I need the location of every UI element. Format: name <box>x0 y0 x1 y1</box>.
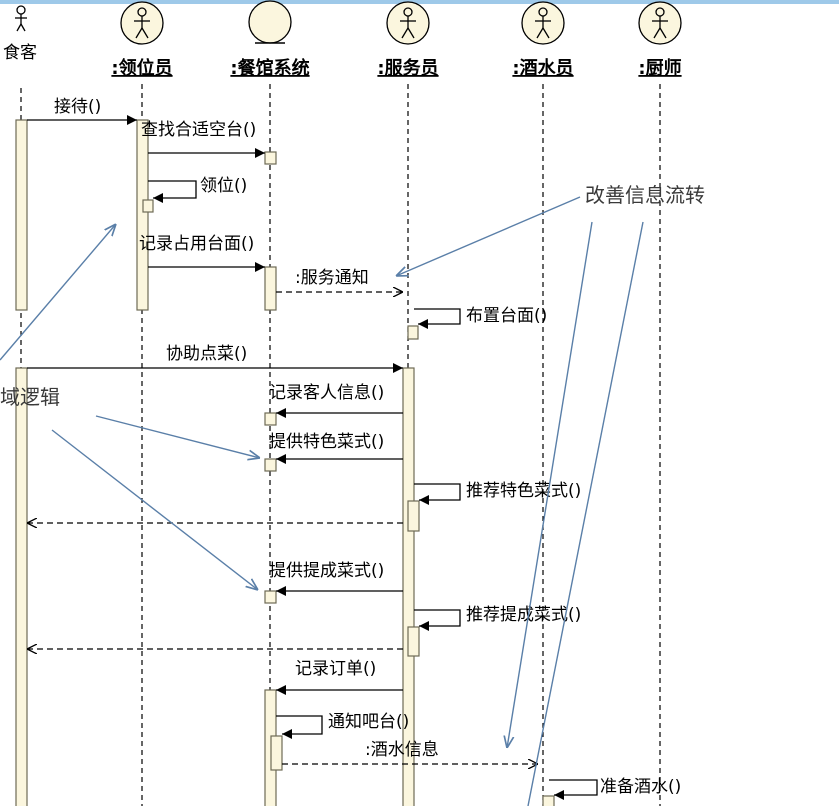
label-notify-bar: 通知吧台() <box>328 712 409 732</box>
label-greet: 接待() <box>54 97 101 117</box>
annotation-line-to-bottom <box>527 221 644 806</box>
message-recommend-suggestions <box>414 609 461 631</box>
label-provide-specials: 提供特色菜式() <box>269 432 384 452</box>
annotation-arrow-to-drink-info <box>507 221 593 748</box>
activation-waiter-set <box>407 325 419 340</box>
activation-system-record <box>264 266 277 311</box>
label-service-notice: :服务通知 <box>295 268 369 288</box>
label-provide-suggestions: 提供提成菜式() <box>269 561 384 581</box>
lifeline-label-chef: :厨师 <box>638 57 681 79</box>
message-seat <box>148 180 197 203</box>
entity-circle-icon <box>248 0 292 44</box>
actor-circle-icon <box>120 1 164 45</box>
label-recommend-suggestions: 推荐提成菜式() <box>466 605 581 625</box>
lifeline-label-waiter: :服务员 <box>377 57 438 79</box>
label-assist-order: 协助点菜() <box>166 344 247 364</box>
activation-system-find <box>264 151 277 165</box>
activation-system-notify <box>270 735 283 771</box>
activation-system-guest <box>264 412 277 426</box>
activation-customer-2 <box>15 367 28 806</box>
lifeline-label-bartender: :酒水员 <box>512 57 573 79</box>
annotation-arrow-to-specials <box>95 415 260 458</box>
top-window-bar <box>0 0 839 4</box>
activation-system-suggest <box>264 590 277 604</box>
lifeline-label-customer: 食客 <box>3 43 37 63</box>
messages <box>27 115 598 800</box>
activation-waiter-rec-specials <box>407 500 420 532</box>
activation-system-specials <box>264 458 277 472</box>
annotation-arrow-to-suggestions <box>51 429 258 590</box>
label-find-table: 查找合适空台() <box>141 120 256 140</box>
actor-circle-icon <box>638 1 682 45</box>
annotation-arrow-to-host <box>0 224 116 361</box>
message-set-table <box>414 308 461 329</box>
lifeline-label-host: :领位员 <box>111 57 172 79</box>
label-set-table: 布置台面() <box>466 306 547 326</box>
annotation-domain-logic: 领域逻辑 <box>0 385 60 409</box>
actor-circle-icon <box>521 1 565 45</box>
activation-waiter-rec-suggest <box>407 626 420 657</box>
label-record-order: 记录订单() <box>295 659 376 679</box>
stick-figure-icon <box>15 5 27 32</box>
label-recommend-specials: 推荐特色菜式() <box>466 481 581 501</box>
message-recommend-specials <box>414 483 461 505</box>
actor-circle-icon <box>386 1 430 45</box>
annotation-info-flow: 改善信息流转 <box>585 183 705 207</box>
activation-host <box>136 119 149 311</box>
lifeline-label-system: :餐馆系统 <box>230 57 309 79</box>
annotation-arrow-to-service-notice <box>396 196 581 276</box>
activation-bars <box>15 119 555 806</box>
label-drink-info: :酒水信息 <box>365 740 439 760</box>
activation-waiter-main <box>402 367 415 806</box>
message-prepare-drinks <box>549 779 598 800</box>
activation-host-seat <box>142 199 154 213</box>
label-seat: 领位() <box>200 176 247 196</box>
activation-bartender-prepare <box>542 795 555 806</box>
label-record-occupied: 记录占用台面() <box>139 234 254 254</box>
message-notify-bar <box>276 715 323 739</box>
label-record-guest: 记录客人信息() <box>269 383 384 403</box>
annotation-arrows <box>0 196 644 806</box>
activation-customer-1 <box>15 119 28 311</box>
label-prepare-drinks: 准备酒水() <box>600 777 681 797</box>
